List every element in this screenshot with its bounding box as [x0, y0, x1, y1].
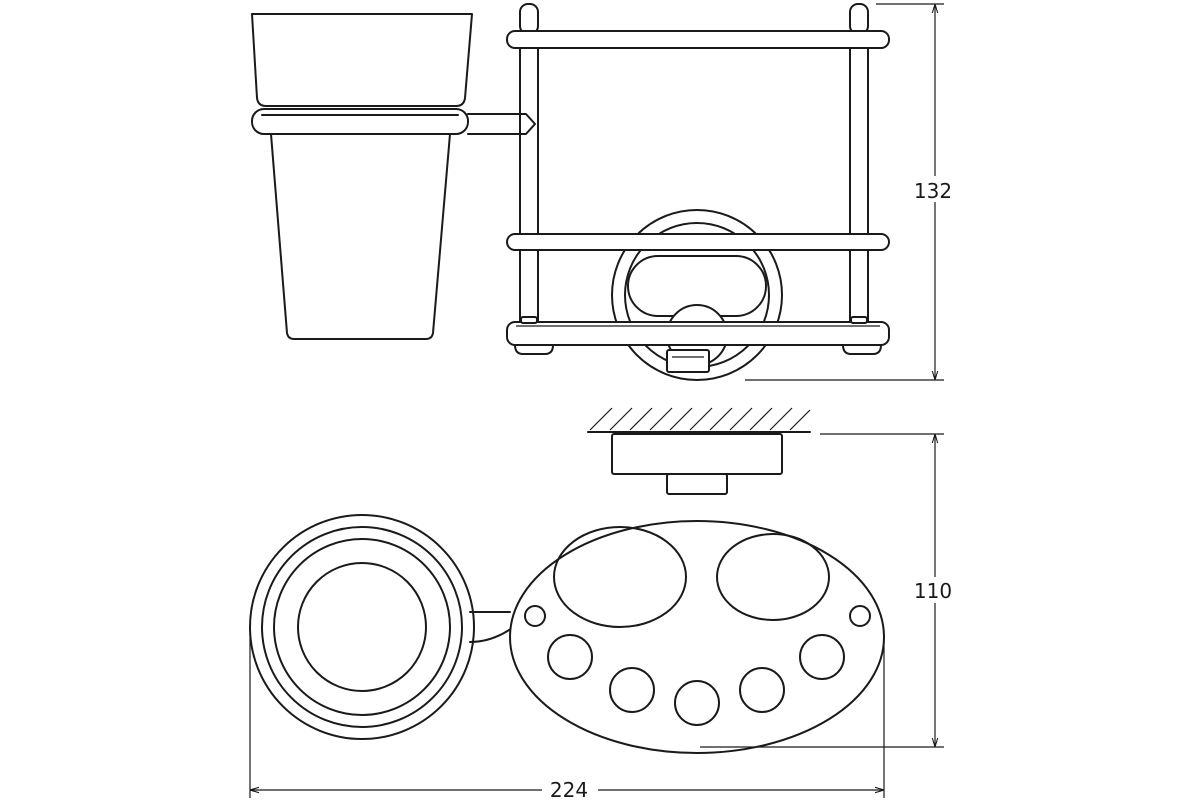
rack-rods: [519, 3, 869, 323]
wall-hatching: [587, 407, 811, 433]
rack-shelves: [506, 30, 890, 346]
dimension-height: [745, 3, 956, 381]
toothbrush-plate: [509, 520, 885, 754]
cup-ring: [251, 108, 469, 135]
cup-holder-top: [249, 514, 475, 740]
holder-arm-top: [469, 611, 513, 643]
depth-label: 110: [914, 579, 952, 603]
wall-mount-top: [611, 433, 783, 495]
front-view: [251, 3, 890, 381]
tumbler-cup: [251, 13, 473, 340]
dimension-width: [249, 634, 885, 799]
rack-feet: [514, 316, 882, 355]
height-label: 132: [914, 179, 952, 203]
width-label: 224: [550, 778, 588, 800]
dimension-depth: [700, 433, 956, 748]
top-view: [249, 407, 885, 754]
holder-arm: [467, 113, 536, 135]
